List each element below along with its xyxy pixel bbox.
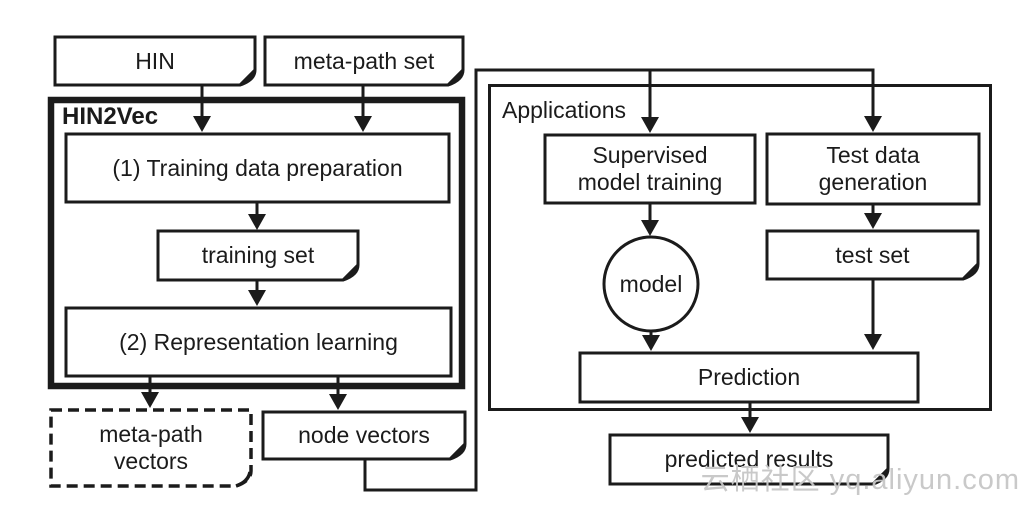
- supervised-model-training-node: [543, 133, 757, 205]
- arrowheads: [141, 116, 882, 433]
- arrowhead-supervised-to-model: [641, 220, 659, 236]
- meta-path-vectors-fold-icon: [235, 471, 252, 488]
- test-set-fold-icon: [961, 261, 979, 281]
- hin-node: [53, 35, 257, 87]
- arrowhead-testset-to-prediction: [864, 334, 882, 350]
- hin2vec-container: [47, 96, 466, 390]
- meta-path-vectors-node: [49, 408, 253, 488]
- arrowhead-to-testdatageneration: [864, 116, 882, 132]
- predicted-results-node: [608, 433, 890, 486]
- meta-path-set-node: [263, 35, 465, 87]
- arrowhead-to-supervised: [641, 117, 659, 133]
- training-set-fold-icon: [341, 262, 359, 282]
- arrowhead-step2-to-metapathvectors: [141, 392, 159, 408]
- meta-path-set-fold-icon: [446, 67, 464, 87]
- arrowhead-metapathset-to-step1: [354, 116, 372, 132]
- test-set-node: [765, 229, 980, 281]
- arrowhead-prediction-to-results: [741, 417, 759, 433]
- hin2vec-container-label: HIN2Vec: [62, 103, 159, 130]
- node-vectors-node: [261, 410, 467, 461]
- training-data-preparation-node: [64, 132, 451, 204]
- applications-container-label: Applications: [502, 97, 627, 123]
- arrowhead-testdata-to-testset: [864, 213, 882, 229]
- arrowhead-trainingset-to-step2: [248, 290, 266, 306]
- model-node: [602, 235, 700, 333]
- representation-learning-node: [64, 306, 453, 378]
- arrowhead-step2-to-nodevectors: [329, 394, 347, 410]
- arrowhead-model-to-prediction: [642, 335, 660, 351]
- connector-node-vectors-to-applications: [363, 68, 875, 492]
- arrowhead-step1-to-trainingset: [248, 214, 266, 230]
- training-set-node: [156, 229, 360, 282]
- predicted-results-fold-icon: [871, 466, 889, 486]
- test-data-generation-node: [765, 132, 981, 206]
- prediction-node: [578, 351, 920, 404]
- watermark: 云栖社区 yq.aliyun.com: [700, 464, 1020, 496]
- node-vectors-fold-icon: [448, 441, 466, 461]
- arrowhead-hin-to-step1: [193, 116, 211, 132]
- applications-container: [488, 84, 992, 411]
- hin-fold-icon: [238, 67, 256, 87]
